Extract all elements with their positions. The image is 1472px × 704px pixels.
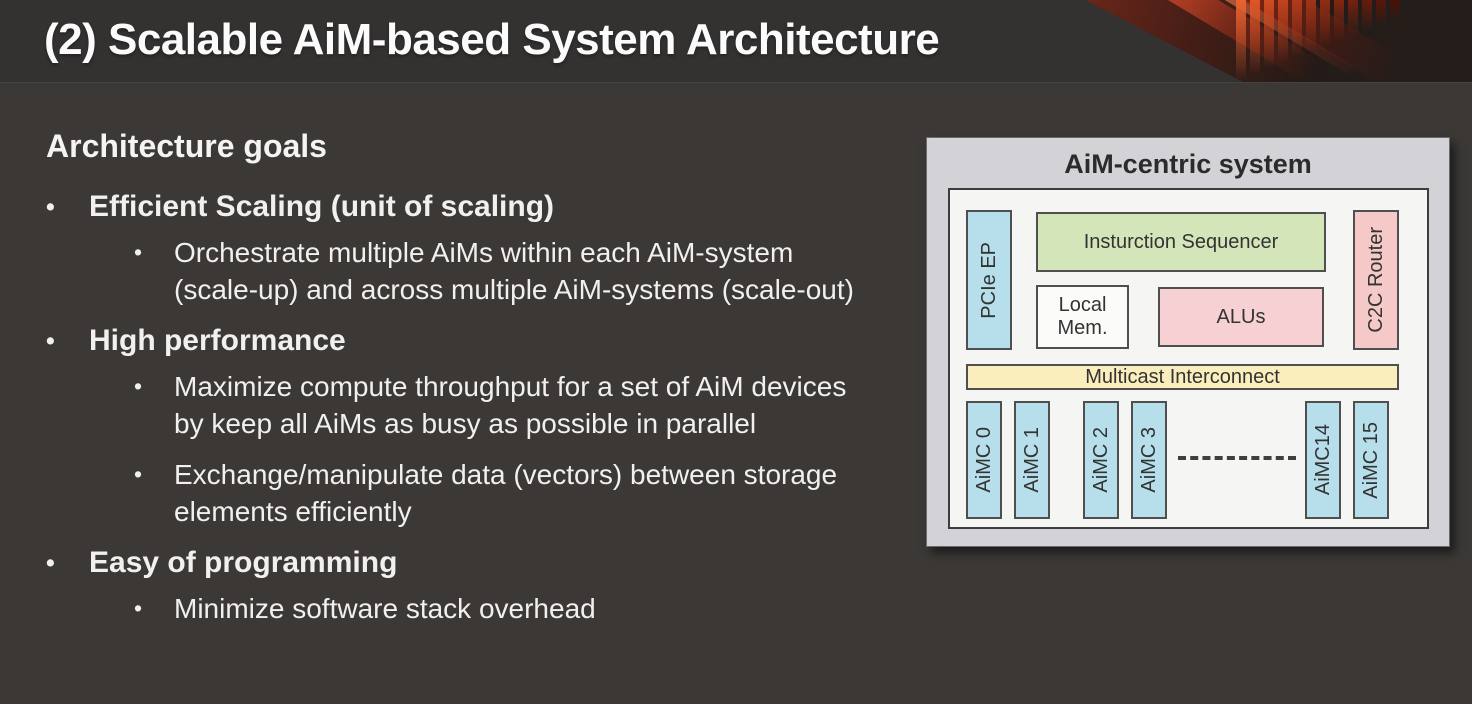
block-label: AiMC 0 <box>972 427 995 493</box>
block-aimc-15: AiMC 15 <box>1353 401 1389 519</box>
block-label: Insturction Sequencer <box>1083 230 1279 253</box>
block-label: AiMC 1 <box>1020 427 1043 493</box>
deco-bar <box>1236 0 1246 80</box>
bullet-marker-icon: • <box>46 549 55 577</box>
sub-bullet-text: Orchestrate multiple AiMs within each Ai… <box>174 237 854 305</box>
block-label: AiMC 2 <box>1089 427 1112 493</box>
architecture-goals-section: Architecture goals • Efficient Scaling (… <box>46 126 876 641</box>
bullet-label: Easy of programming <box>89 546 398 579</box>
diagram-inner-box: PCIe EP Insturction Sequencer Local Mem.… <box>948 188 1429 529</box>
sub-bullet-item: • Maximize compute throughput for a set … <box>134 368 876 442</box>
diagram-title: AiM-centric system <box>1064 149 1312 179</box>
sub-bullet-item: • Minimize software stack overhead <box>134 590 876 627</box>
deco-bar <box>1348 0 1358 36</box>
ellipsis-dashed-line <box>1178 456 1296 460</box>
bullet-item: • High performance <box>46 322 876 360</box>
deco-bar <box>1334 0 1344 41</box>
sub-bullet-text: Exchange/manipulate data (vectors) betwe… <box>174 459 838 527</box>
deco-bar <box>1292 0 1302 56</box>
sub-bullet-text: Maximize compute throughput for a set of… <box>174 371 847 439</box>
block-label: Multicast Interconnect <box>1085 365 1280 388</box>
deco-bar <box>1264 0 1274 68</box>
block-label: PCIe EP <box>977 241 1000 319</box>
deco-bars <box>1236 0 1404 82</box>
block-label: AiMC 15 <box>1359 421 1382 499</box>
block-pcie-ep: PCIe EP <box>966 210 1012 350</box>
bullet-marker-icon: • <box>46 327 55 355</box>
header-decoration <box>1085 0 1472 82</box>
block-aimc-2: AiMC 2 <box>1083 401 1119 519</box>
bullet-marker-icon: • <box>134 373 143 399</box>
block-aimc-3: AiMC 3 <box>1131 401 1167 519</box>
block-label: AiMC14 <box>1311 424 1334 496</box>
bullet-marker-icon: • <box>46 193 55 221</box>
deco-bar <box>1362 0 1372 31</box>
block-label: AiMC 3 <box>1137 427 1160 493</box>
deco-bar <box>1390 0 1400 21</box>
block-local-mem: Local Mem. <box>1036 285 1129 349</box>
bullet-label: High performance <box>89 324 346 357</box>
block-instruction-sequencer: Insturction Sequencer <box>1036 212 1326 272</box>
bullet-item: • Easy of programming <box>46 544 876 582</box>
deco-bar <box>1278 0 1288 62</box>
slide-header: (2) Scalable AiM-based System Architectu… <box>0 0 1472 83</box>
sub-bullet-item: • Exchange/manipulate data (vectors) bet… <box>134 456 876 530</box>
block-aimc-0: AiMC 0 <box>966 401 1002 519</box>
block-aimc-14: AiMC14 <box>1305 401 1341 519</box>
block-multicast-interconnect: Multicast Interconnect <box>966 364 1399 390</box>
block-label: ALUs <box>1216 305 1266 328</box>
block-aimc-1: AiMC 1 <box>1014 401 1050 519</box>
bullet-marker-icon: • <box>134 595 143 621</box>
bullet-item: • Efficient Scaling (unit of scaling) <box>46 188 876 226</box>
sub-bullet-text: Minimize software stack overhead <box>174 593 596 624</box>
bullet-marker-icon: • <box>134 239 143 265</box>
sub-bullet-item: • Orchestrate multiple AiMs within each … <box>134 234 876 308</box>
block-label: Local Mem. <box>1057 294 1108 339</box>
deco-bar <box>1250 0 1260 74</box>
bullet-marker-icon: • <box>134 461 143 487</box>
deco-bar <box>1306 0 1316 51</box>
goals-heading: Architecture goals <box>46 128 327 164</box>
deco-bar <box>1376 0 1386 26</box>
aim-centric-system-diagram: AiM-centric system PCIe EP Insturction S… <box>926 137 1450 547</box>
bullet-label: Efficient Scaling (unit of scaling) <box>89 190 555 223</box>
block-c2c-router: C2C Router <box>1353 210 1399 350</box>
slide-title: (2) Scalable AiM-based System Architectu… <box>44 15 940 64</box>
deco-bar <box>1320 0 1330 46</box>
block-alus: ALUs <box>1158 287 1324 347</box>
block-label: C2C Router <box>1364 227 1387 333</box>
